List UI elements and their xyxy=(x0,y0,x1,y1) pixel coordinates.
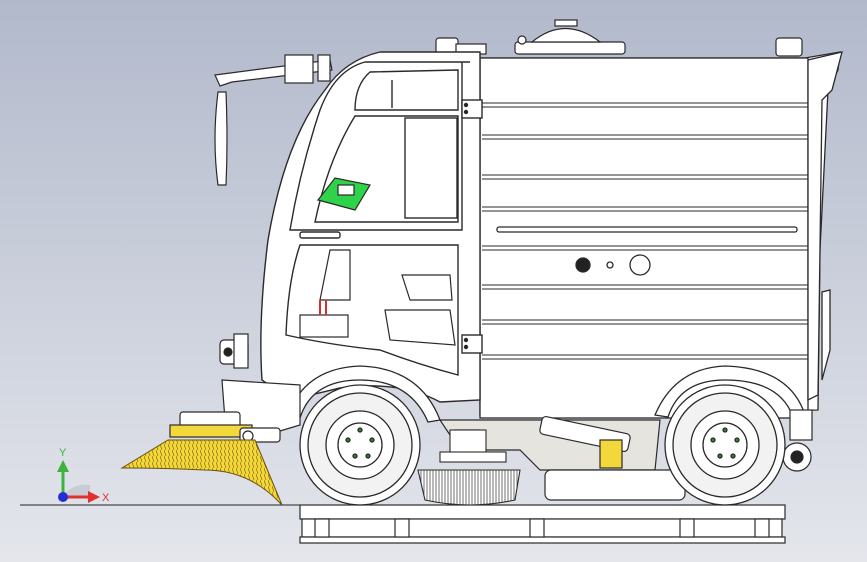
triad-x-arrow xyxy=(88,491,100,503)
front-light xyxy=(219,333,249,369)
driver-seat xyxy=(299,177,456,346)
main-brush xyxy=(417,429,521,506)
side-mirror xyxy=(214,54,333,186)
front-wheel xyxy=(299,384,421,506)
pallet xyxy=(299,504,786,544)
rear-caster xyxy=(782,409,813,472)
triad-origin xyxy=(58,492,68,502)
cargo-box xyxy=(479,51,843,419)
triad-y-label: Y xyxy=(59,447,67,459)
side-brush xyxy=(120,439,283,506)
axis-triad: Y X xyxy=(57,447,110,504)
front-frame xyxy=(169,379,301,443)
triad-x-label: X xyxy=(102,492,110,504)
triad-y-arrow xyxy=(57,460,69,472)
rear-wheel xyxy=(664,384,786,506)
